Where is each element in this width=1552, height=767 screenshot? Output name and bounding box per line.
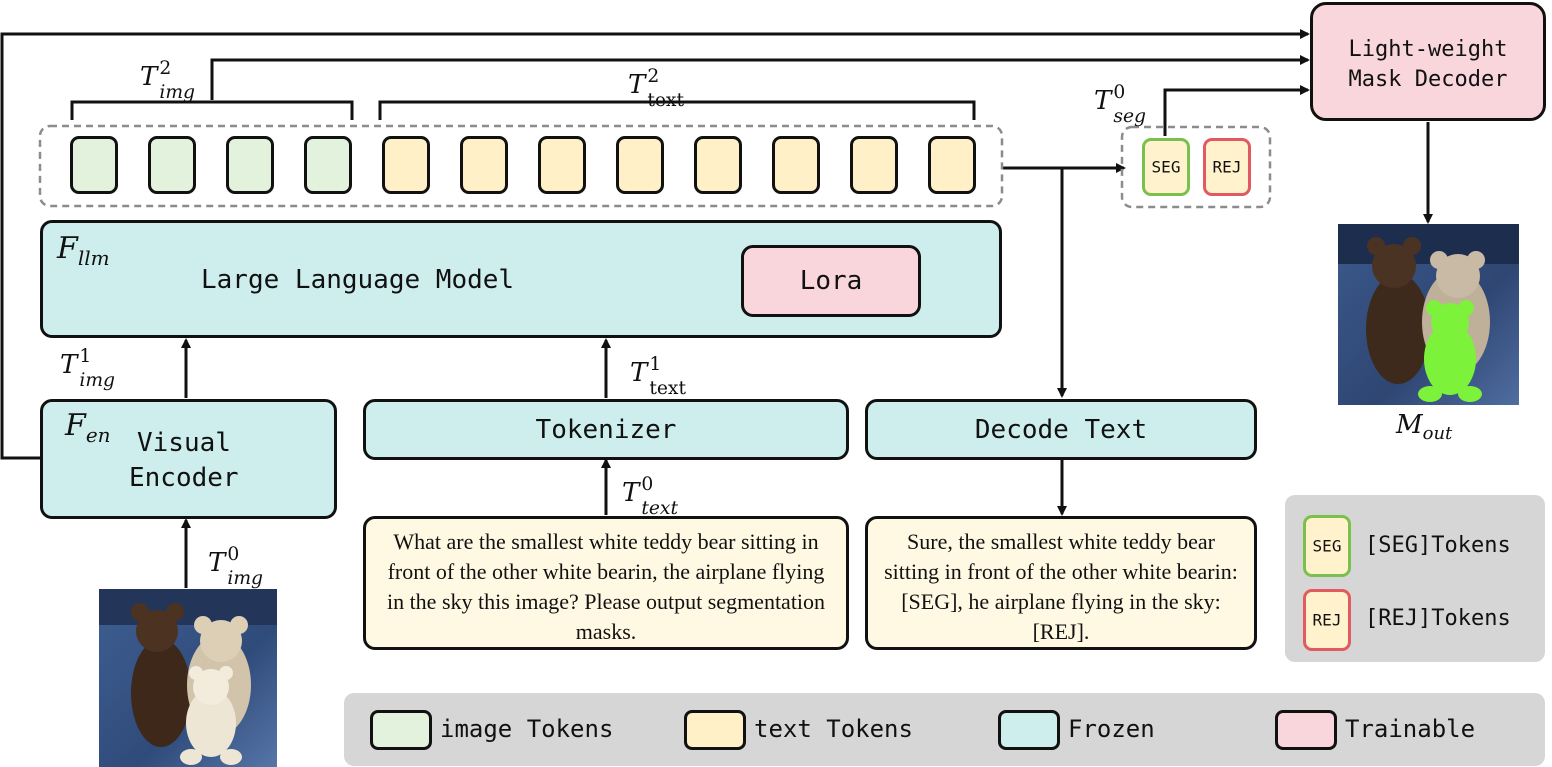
mask-decoder-block: Light-weight Mask Decoder xyxy=(1310,2,1546,121)
visual-encoder-label-line2: Encoder xyxy=(129,463,239,493)
legend-rej-desc: [REJ]Tokens xyxy=(1365,606,1511,631)
image-token xyxy=(226,136,274,194)
legend-seg-swatch-label: SEG xyxy=(1312,536,1342,556)
output-mask-image xyxy=(1338,224,1519,405)
legend-image-tokens-swatch xyxy=(370,710,432,750)
teddy-bears-photo xyxy=(99,589,277,767)
answer-text-box: Sure, the smallest white teddy bear sitt… xyxy=(865,516,1257,650)
decode-text-label: Decode Text xyxy=(974,415,1148,445)
lora-label: Lora xyxy=(799,266,863,296)
m-out-symbol: Mout xyxy=(1396,410,1453,445)
image-token xyxy=(304,136,352,194)
text-token xyxy=(694,136,742,194)
text-token xyxy=(382,136,430,194)
legend-image-tokens-label: image Tokens xyxy=(440,715,614,743)
legend-rej-swatch-label: REJ xyxy=(1312,610,1342,630)
question-text: What are the smallest white teddy bear s… xyxy=(386,529,826,644)
llm-label: Large Language Model xyxy=(201,265,515,295)
text-token xyxy=(538,136,586,194)
tokenizer-block: Tokenizer xyxy=(363,399,849,460)
legend-rej-swatch: REJ xyxy=(1303,589,1351,651)
token-legend-panel: SEG [SEG]Tokens REJ [REJ]Tokens xyxy=(1285,495,1545,662)
rej-token-label: REJ xyxy=(1212,157,1242,177)
image-token xyxy=(70,136,118,194)
text-token xyxy=(616,136,664,194)
mask-decoder-label-line1: Light-weight xyxy=(1348,37,1508,62)
text2-bracket xyxy=(378,100,976,120)
seg-token-label: SEG xyxy=(1151,157,1181,177)
text-token xyxy=(928,136,976,194)
legend-seg-desc: [SEG]Tokens xyxy=(1365,533,1511,558)
input-image xyxy=(99,589,277,767)
legend-trainable-label: Trainable xyxy=(1345,715,1476,743)
legend-text-tokens-swatch xyxy=(684,710,746,750)
seg-rej-frame xyxy=(1120,125,1272,209)
mask-decoder-label-line2: Mask Decoder xyxy=(1348,67,1508,92)
img2-bracket xyxy=(70,100,354,120)
encoder-to-decoder-arrow xyxy=(0,29,1310,460)
text-token xyxy=(850,136,898,194)
legend-frozen-swatch xyxy=(998,710,1060,750)
lora-block: Lora xyxy=(741,245,921,317)
legend-frozen-label: Frozen xyxy=(1068,715,1155,743)
text-token xyxy=(460,136,508,194)
legend-trainable-swatch xyxy=(1275,710,1337,750)
f-llm-symbol: Fllm xyxy=(57,231,110,270)
visual-encoder-block: Fen Visual Encoder xyxy=(40,399,337,519)
legend-text-tokens-label: text Tokens xyxy=(754,715,913,743)
teddy-bears-segmentation-mask xyxy=(1338,224,1519,405)
f-en-symbol: Fen xyxy=(65,408,111,447)
large-language-model-block: Fllm Large Language Model Lora xyxy=(40,220,1002,338)
legend-seg-swatch: SEG xyxy=(1303,515,1351,577)
seg-to-decoder-arrow xyxy=(1163,85,1310,136)
tokenizer-label: Tokenizer xyxy=(535,415,677,445)
image-token xyxy=(148,136,196,194)
question-text-box: What are the smallest white teddy bear s… xyxy=(363,516,849,650)
rej-token: REJ xyxy=(1203,138,1251,196)
text-token xyxy=(772,136,820,194)
img2-to-decoder-arrow xyxy=(210,55,1310,100)
decode-text-block: Decode Text xyxy=(865,399,1257,460)
answer-text: Sure, the smallest white teddy bear sitt… xyxy=(884,529,1238,644)
color-legend-panel: image Tokens text Tokens Frozen Trainabl… xyxy=(344,693,1545,766)
seg-token: SEG xyxy=(1142,138,1190,196)
visual-encoder-label-line1: Visual xyxy=(137,428,231,458)
token-sequence-frame xyxy=(38,124,1004,208)
